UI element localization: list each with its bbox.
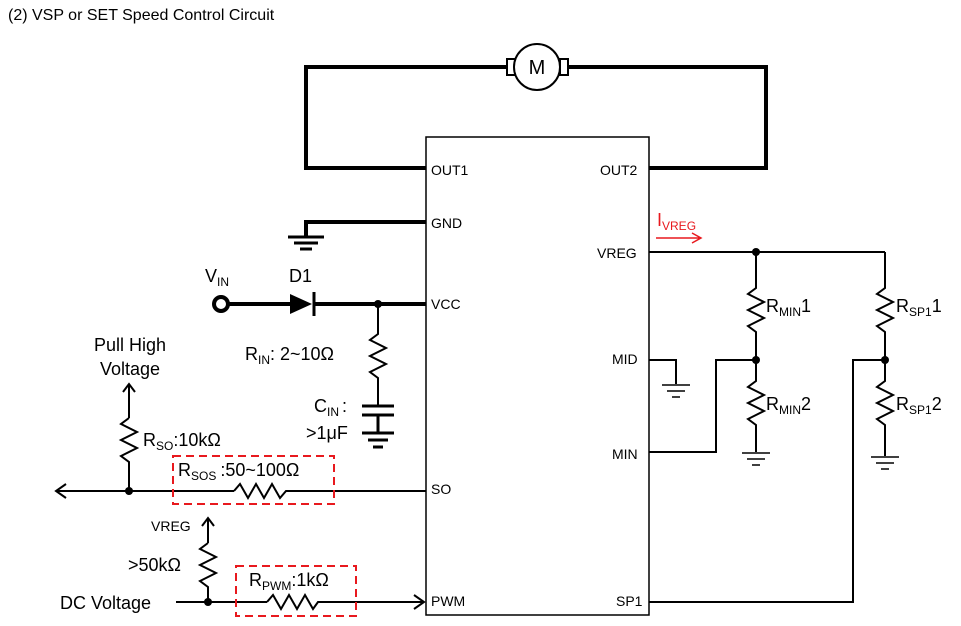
motor-label: M [529,57,546,79]
pin-gnd: GND [431,215,462,231]
r50k-resistor [197,542,219,602]
cin-value: >1μF [306,423,348,443]
rsp1-2-resistor [874,360,896,456]
cin-capacitor-icon [362,404,394,432]
diode-d1-icon [290,292,316,316]
rso-label: RSO:10kΩ [143,430,221,453]
rpwm-highlight-box [235,565,357,617]
diagram-title: (2) VSP or SET Speed Control Circuit [8,7,275,24]
rsos-highlight-box [172,455,335,505]
pin-out1: OUT1 [431,162,469,178]
rmin2-label: RMIN2 [766,394,811,417]
motor-icon [513,43,561,91]
rsp1-2-ground-icon [871,456,899,470]
rsos-resistor [233,481,291,501]
mid-ground-icon [662,384,690,398]
pin-sp1: SP1 [616,593,643,609]
pin-out2: OUT2 [600,162,638,178]
vreg-up-arrow [201,516,215,543]
rsp1-1-label: RSP11 [896,296,942,319]
pin-so: SO [431,481,451,497]
motor-loop-wire [304,65,768,170]
so-output-arrow [54,483,67,499]
pull-high-label-line2: Voltage [100,359,160,379]
vin-label: VIN [205,266,229,289]
r50k-label: >50kΩ [128,555,181,575]
rsp1-2-label: RSP12 [896,394,942,417]
pin-mid: MID [612,351,638,367]
rmin1-resistor [745,252,767,360]
vin-terminal [212,295,230,313]
pin-vcc: VCC [431,296,461,312]
rin-label: RIN: 2~10Ω [245,344,334,367]
gnd-wire [304,220,426,236]
rso-resistor [118,417,140,491]
rpwm-label: RPWM:1kΩ [249,570,329,593]
pull-high-label-line1: Pull High [94,335,166,355]
pin-min: MIN [612,446,638,462]
rin-resistor [367,304,389,405]
ground-icon [288,235,324,251]
sp1-wire [649,359,885,603]
mid-wire [649,359,677,384]
rsos-label: RSOS:50~100Ω [178,460,299,483]
rmin2-resistor [745,360,767,452]
rsp1-1-resistor [874,252,896,360]
vreg-small-label: VREG [151,518,191,534]
cin-label: CIN: [314,396,347,419]
pull-high-arrow [122,382,136,418]
rmin2-ground-icon [742,452,770,466]
ivreg-label: IVREG [657,210,696,233]
pin-vreg: VREG [597,245,637,261]
ivreg-arrow [656,232,703,244]
dc-voltage-label: DC Voltage [60,593,151,613]
min-wire [649,359,756,453]
cin-ground-icon [362,431,394,449]
rmin1-label: RMIN1 [766,296,811,319]
pin-pwm: PWM [431,593,465,609]
d1-label: D1 [289,266,312,286]
rpwm-resistor [266,592,320,612]
ic-body [425,136,650,616]
pwm-input-arrow [413,594,426,610]
motor-terminal-right [559,58,569,76]
